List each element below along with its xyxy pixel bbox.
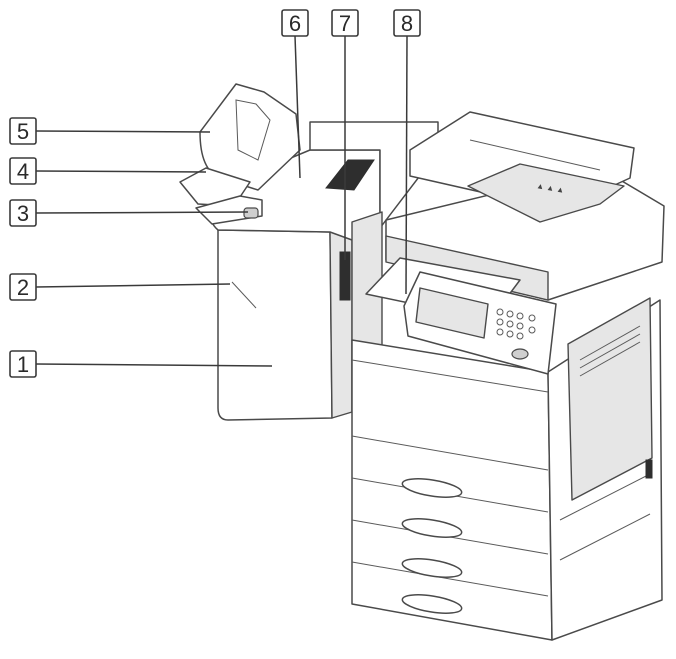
leader-line-2 [36,284,230,287]
finisher-side-panel [330,222,352,418]
callout-5: 5 [10,118,210,144]
callout-6-label: 6 [289,11,301,36]
callout-8-label: 8 [401,11,413,36]
leader-line-5 [36,131,210,132]
callout-4-label: 4 [17,159,29,184]
callout-5-label: 5 [17,119,29,144]
finisher-button [244,208,258,218]
finisher-body [218,230,332,420]
side-latch [646,460,652,478]
leader-line-8 [406,36,407,294]
callout-2-label: 2 [17,275,29,300]
callout-4: 4 [10,158,206,184]
start-button [512,349,528,359]
callout-7-label: 7 [339,11,351,36]
callout-2: 2 [10,274,230,300]
leader-line-4 [36,171,206,172]
callout-3-label: 3 [17,201,29,226]
leader-line-3 [36,212,248,213]
callout-1-label: 1 [17,352,29,377]
